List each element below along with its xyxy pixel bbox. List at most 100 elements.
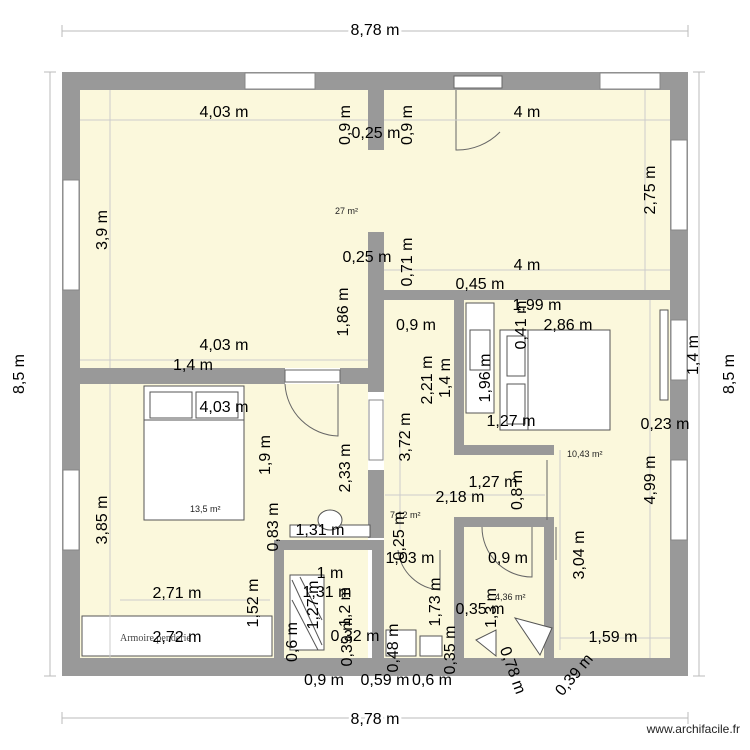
dim-label: 1,73 m [427,578,444,627]
radiator [659,309,669,401]
door-wc [397,549,441,591]
dim-label: 3,72 m [397,413,414,462]
dim-label: 3,85 m [94,496,111,545]
window-right-upper [670,139,688,231]
bed-left-pillow-1 [149,391,193,419]
wardrobe-label: Armoire penderie [120,633,191,644]
bed-right-pillow-2 [506,383,526,425]
door-entry [455,90,501,151]
wall-wc-bottom [274,658,464,676]
dim-label: 1,52 m [245,579,262,628]
wall-outer-top [62,72,688,90]
wall-outer-bottom-right [462,658,688,676]
dim-label: 0,41 m [513,301,530,350]
dim-label: 2,71 m [153,585,202,602]
dim-label: 4 m [514,104,541,121]
wc-toilet [419,635,443,657]
dim-label: 1,03 m [386,550,435,567]
dim-overall-top: 8,78 m [351,22,400,39]
dim-label: 2,86 m [544,317,593,334]
dim-label: 2,72 m [153,629,202,646]
area-bedroom-left: 13,5 m² [190,504,221,514]
wall-wc-top [274,540,384,550]
dim-label: 0,45 m [456,276,505,293]
dim-label: 4,03 m [200,399,249,416]
dim-label: 0,25 m [343,249,392,266]
wardrobe [81,615,273,657]
wall-wc-left [274,540,284,676]
doors [284,75,557,591]
dim-label: 0,9 m [488,550,528,567]
dim-label: 0,35 m [456,601,505,618]
dim-label: 1 m [317,565,344,582]
dim-label: 4,03 m [200,337,249,354]
dim-label: 1,31 m [303,584,352,601]
dim-label: 0,35 m [442,626,459,675]
dim-label: 0,39 m [339,618,356,667]
wall-bath-top [464,517,554,527]
dim-label: 0,9 m [304,672,344,689]
door-bathroom [481,526,533,578]
wall-wc-mid [372,540,384,658]
wall-bedroom-right-top [384,290,670,300]
window-right-mid [670,319,688,381]
dim-label: 0,25 m [352,125,401,142]
dim-label: 0,32 m [331,628,380,645]
dim-label: 0,6 m [412,672,452,689]
overall-dimension-lines [44,25,705,724]
dim-label: 2,75 m [642,166,659,215]
dim-label: 0,23 m [641,416,690,433]
dim-label: 0,59 m [361,672,410,689]
dim-overall-bottom: 8,78 m [351,711,400,728]
watermark: www.archifacile.fr [646,722,740,736]
dim-label: 1,27 m [305,581,322,630]
wall-closet-bottom [454,445,554,455]
window-left-upper [62,179,80,291]
dim-label: 1,2 m [337,587,354,627]
floor-hallway [384,300,454,658]
wall-hall-left [368,90,384,150]
door-bedroom-left [284,383,339,437]
dim-label: 0,9 m [396,317,436,334]
furniture [81,302,669,658]
dim-label: 1,3 m [483,588,500,628]
dim-label: 4,99 m [642,456,659,505]
dim-label: 1,9 m [257,435,274,475]
dim-overall-right: 8,5 m [721,354,738,394]
dim-label: 1,4 m [173,357,213,374]
area-hallway: 7,12 m² [390,510,421,520]
overall-dimension-texts: 8,78 m 8,78 m 8,5 m 8,5 m [11,19,738,731]
wall-bath-right [544,517,554,658]
dim-label: 3,04 m [571,531,588,580]
dim-label: 0,48 m [385,624,402,673]
dim-label: 0,71 m [399,238,416,287]
dimension-guides [80,90,670,658]
dim-label: 2,18 m [436,489,485,506]
desk-right-item [469,329,491,371]
washer [385,629,417,657]
interior-dimension-texts: 4,03 m 0,9 m 0,25 m 0,9 m 4 m 3,9 m 2,75… [94,104,702,699]
wall-bedroom-left-top [80,368,285,384]
wall-outer-left [62,72,80,676]
dim-label: 0,83 m [265,503,282,552]
dim-label: 0,9 m [337,105,354,145]
dim-label: 1,4 m [685,335,702,375]
dim-label: 1,96 m [477,354,494,403]
dim-label: 4,03 m [200,104,249,121]
dim-label: 0,25 m [391,512,408,561]
area-bedroom-right: 10,43 m² [567,449,603,459]
wall-hall-left-low [368,470,384,538]
dim-overall-left: 8,5 m [11,354,28,394]
dim-label: 1,99 m [513,297,562,314]
area-living: 27 m² [335,206,358,216]
window-right-lower [670,459,688,541]
wall-hall-left-mid [368,232,384,392]
dim-label: 1,27 m [469,474,518,491]
wall-bedroom-right-left [454,300,464,445]
bed-right-pillow-1 [506,335,526,377]
window-left-lower [62,469,80,551]
bath-corner [513,617,553,657]
dim-label: 0,6 m [284,622,301,662]
windows [62,72,688,551]
window-top-right [599,72,661,90]
